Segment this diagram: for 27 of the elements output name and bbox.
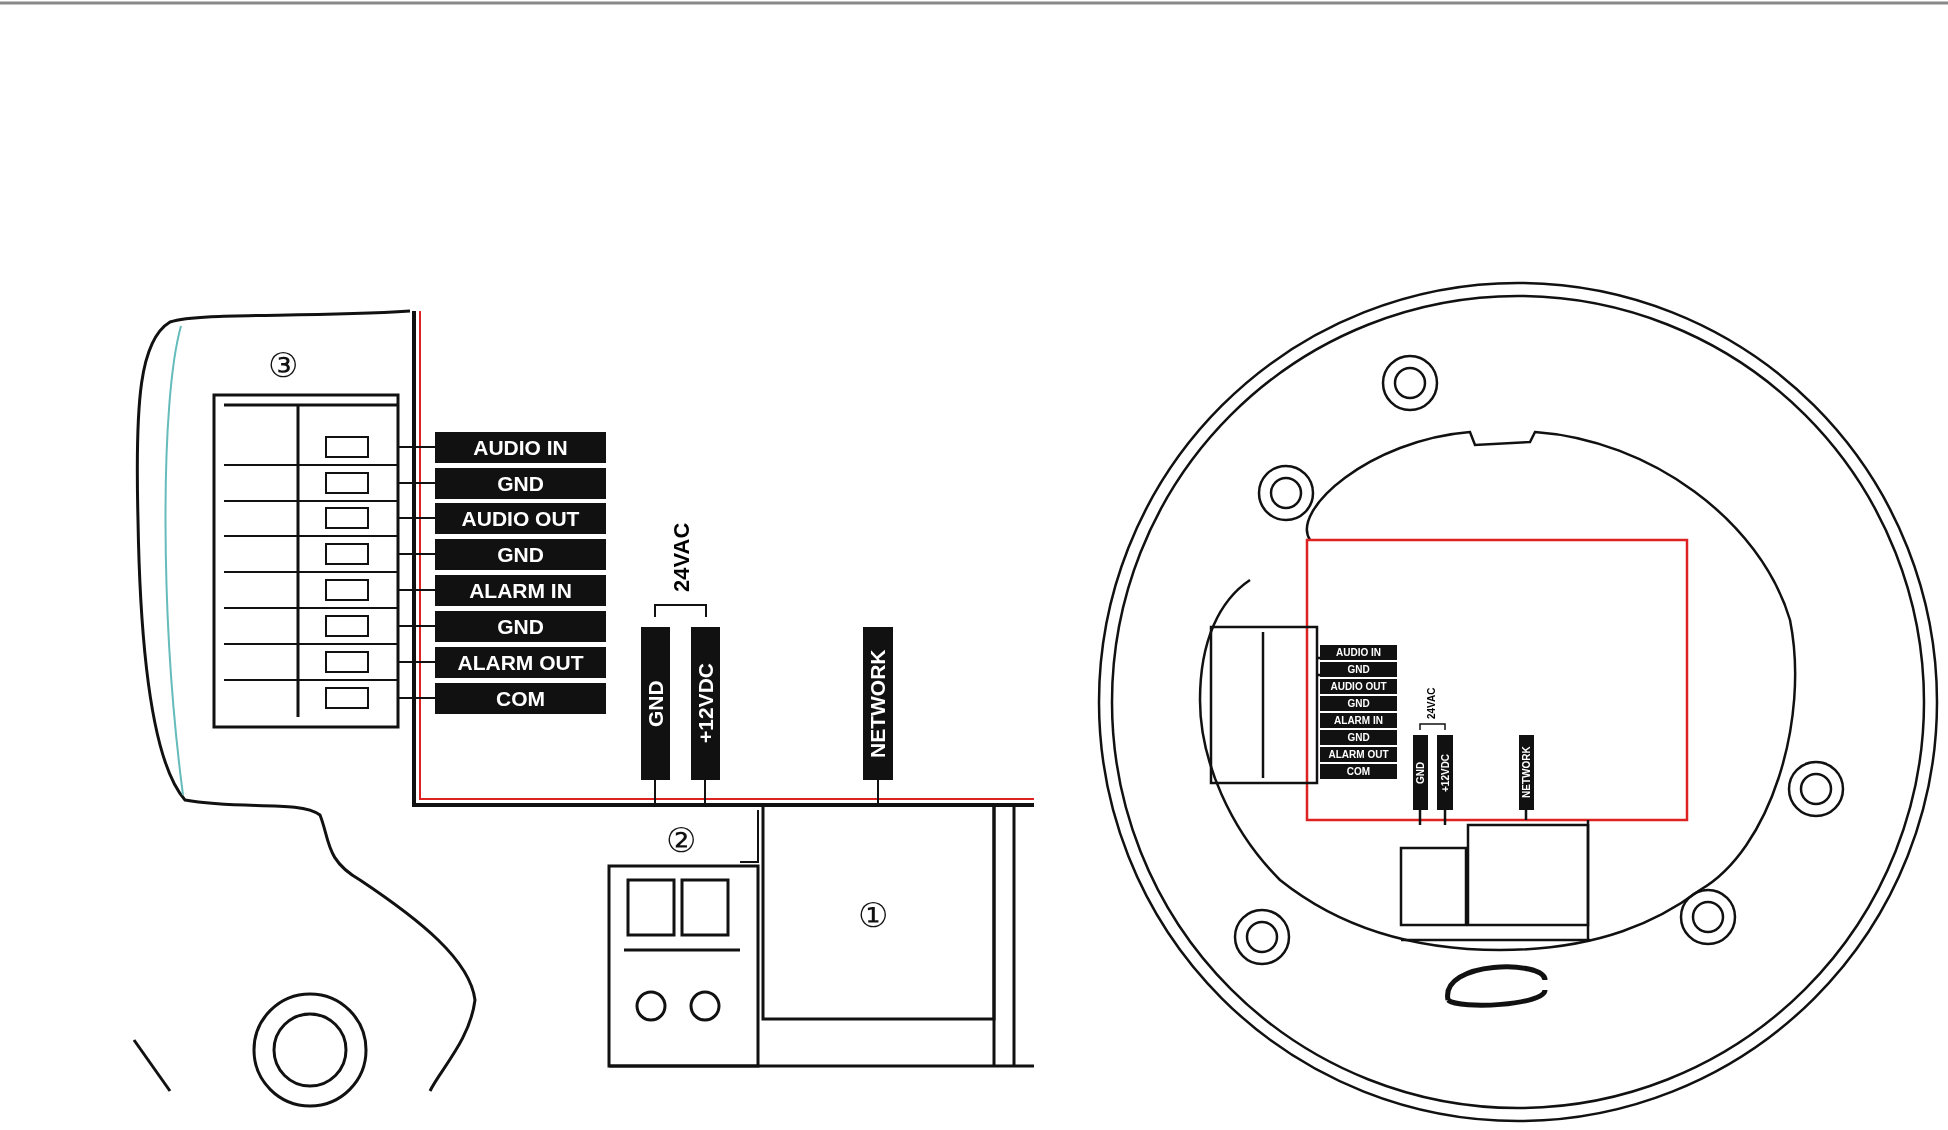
pin-label: AUDIO IN [435, 432, 606, 463]
pin-label: GND [435, 611, 606, 642]
pin-label: GND [1320, 662, 1397, 677]
pin-label: GND [1320, 730, 1397, 745]
pin-label: NETWORK [1519, 735, 1534, 810]
voltage-label: 24VAC [668, 521, 695, 594]
pin-label: NETWORK [863, 627, 893, 780]
pin-label: AUDIO OUT [1320, 679, 1397, 694]
pin-label: ALARM OUT [435, 647, 606, 678]
pin-label: ALARM OUT [1320, 747, 1397, 762]
callout-number: ① [857, 895, 889, 936]
pin-label: ALARM IN [435, 575, 606, 606]
pin-label: GND [1413, 735, 1428, 810]
pin-label: GND [435, 468, 606, 499]
pin-label: COM [1320, 764, 1397, 779]
pin-label: AUDIO OUT [435, 503, 606, 534]
pin-label: +12VDC [1437, 735, 1453, 810]
pin-label: +12VDC [691, 627, 720, 780]
pin-label: GND [641, 627, 670, 780]
voltage-label: 24VAC [1424, 686, 1438, 721]
pin-label: GND [1320, 696, 1397, 711]
callout-number: ③ [267, 345, 299, 386]
pin-label: COM [435, 683, 606, 714]
pin-label: GND [435, 539, 606, 570]
callout-number: ② [665, 820, 697, 861]
pin-label: AUDIO IN [1320, 645, 1397, 660]
pin-label: ALARM IN [1320, 713, 1397, 728]
